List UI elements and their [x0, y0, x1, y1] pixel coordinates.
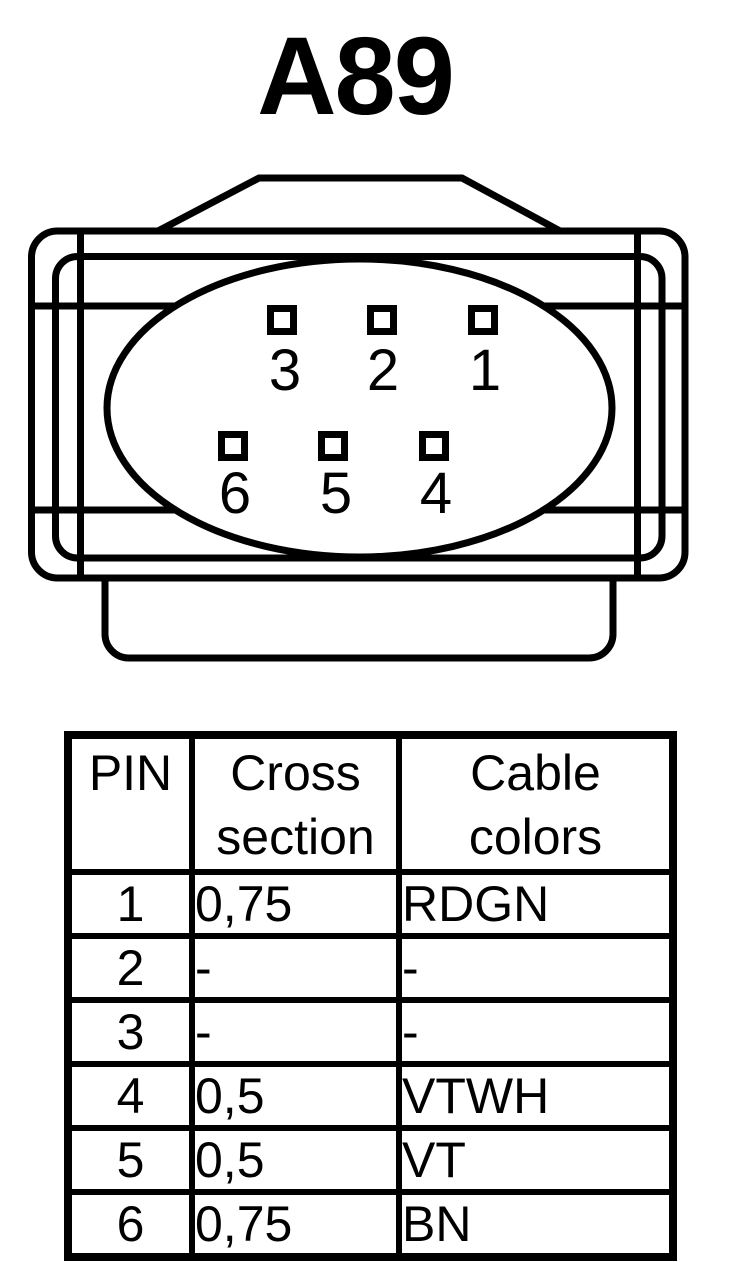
cell-cross-section: 0,75: [189, 1189, 402, 1260]
page-title: A89: [257, 15, 455, 138]
pin-square-3: [267, 305, 297, 335]
connector-key-trapezoid: [156, 174, 562, 235]
cell-pin: 5: [65, 1125, 195, 1195]
pin-square-2: [367, 305, 397, 335]
cell-cable-color: -: [396, 997, 676, 1067]
pin-label-6: 6: [219, 461, 251, 526]
header-cable-colors: Cable colors: [396, 732, 676, 875]
cell-pin: 1: [65, 869, 195, 939]
cell-pin: 2: [65, 933, 195, 1003]
pin-label-1: 1: [469, 338, 501, 403]
cell-cable-color: -: [396, 933, 676, 1003]
cell-pin: 6: [65, 1189, 195, 1260]
cell-cable-color: VTWH: [396, 1061, 676, 1131]
cell-pin: 4: [65, 1061, 195, 1131]
pin-square-4: [419, 431, 449, 461]
table-row: 6 0,75 BN: [65, 1189, 676, 1260]
pin-label-5: 5: [320, 461, 352, 526]
cell-pin: 3: [65, 997, 195, 1067]
cell-cross-section: -: [189, 933, 402, 1003]
cell-cross-section: -: [189, 997, 402, 1067]
cell-cable-color: RDGN: [396, 869, 676, 939]
table-row: 1 0,75 RDGN: [65, 869, 676, 939]
connector-face-ellipse: [103, 255, 616, 561]
header-pin: PIN: [65, 732, 195, 875]
cell-cross-section: 0,5: [189, 1061, 402, 1131]
pin-square-5: [318, 431, 348, 461]
pin-label-4: 4: [420, 461, 452, 526]
table-header-row: PIN Cross section Cable colors: [65, 732, 676, 875]
pin-square-1: [468, 305, 498, 335]
cell-cross-section: 0,75: [189, 869, 402, 939]
table-row: 2 - -: [65, 933, 676, 1003]
connector-diagram: 3 2 1 6 5 4: [28, 174, 689, 662]
pin-square-6: [218, 431, 248, 461]
table-row: 5 0,5 VT: [65, 1125, 676, 1195]
pin-label-2: 2: [367, 338, 399, 403]
cell-cross-section: 0,5: [189, 1125, 402, 1195]
table-row: 3 - -: [65, 997, 676, 1067]
cell-cable-color: VT: [396, 1125, 676, 1195]
pin-label-3: 3: [269, 338, 301, 403]
header-cross-section: Cross section: [189, 732, 402, 875]
cell-cable-color: BN: [396, 1189, 676, 1260]
pin-table: PIN Cross section Cable colors 1 0,75 RD…: [64, 731, 677, 1261]
table-row: 4 0,5 VTWH: [65, 1061, 676, 1131]
